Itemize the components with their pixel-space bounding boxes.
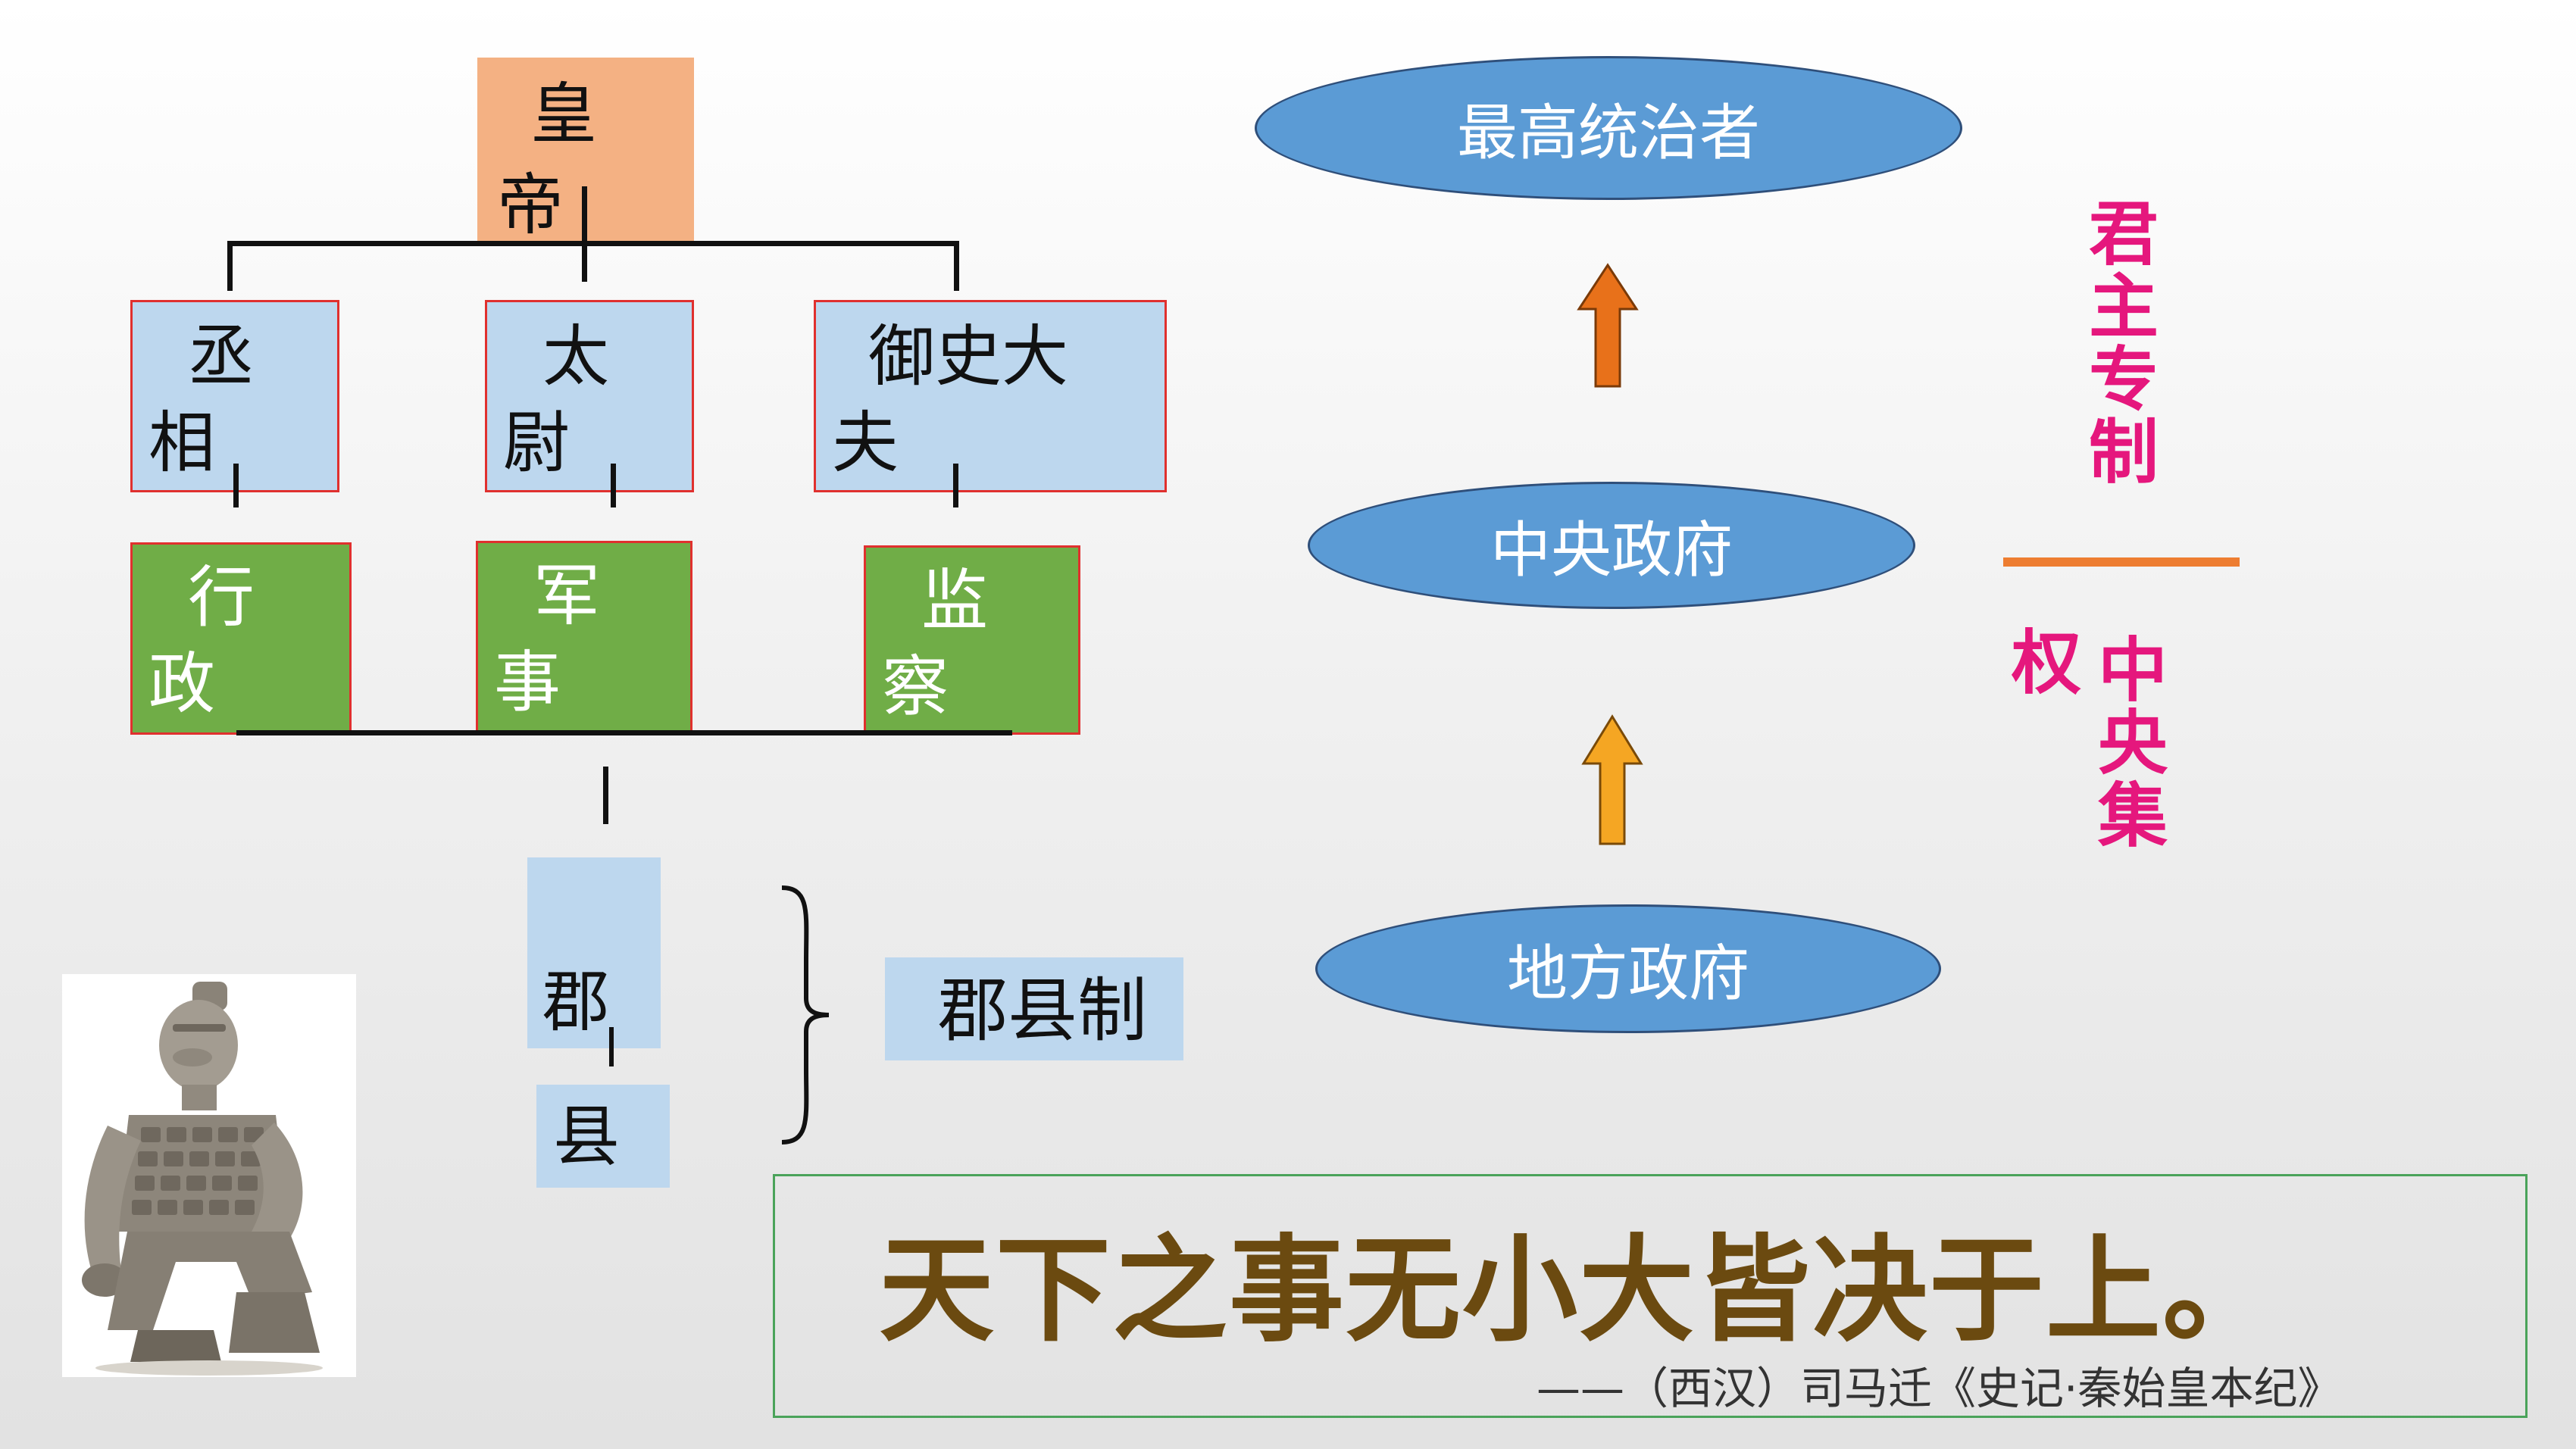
quote-text: 天下之事无小大皆决于上。 [879,1223,2279,1357]
arrow-up-icon-2 [1581,714,1643,845]
duty-label-administration-1: 行 [188,558,255,636]
official-label-censor-2: 夫 [832,404,899,482]
ellipse-supreme-ruler: 最高统治者 [1255,56,1962,200]
connector-drop-3 [954,241,959,291]
connector-drop-1 [227,241,233,291]
official-box-commander [485,300,694,492]
duty-box-military [476,541,692,735]
label-autocracy: 君主专制 [2088,194,2159,493]
commandery-box [527,857,661,1048]
official-label-chancellor-1: 丞 [188,317,255,395]
duty-label-administration-2: 政 [148,645,216,723]
connector-top-horizontal [227,241,959,246]
curly-brace-icon [781,885,830,1145]
ellipse-supreme-ruler-label: 最高统治者 [1457,98,1760,168]
connector-to-local [603,767,608,824]
label-centralization-main: 中央集 [2097,630,2168,857]
duty-label-military-2: 事 [494,643,561,721]
official-box-chancellor [130,300,339,492]
official-label-censor-1: 御史大 [868,317,1069,395]
county-label: 县 [553,1098,621,1176]
county-system-box [885,957,1183,1060]
county-box [536,1085,670,1188]
connector-official-3 [953,464,958,507]
emperor-label-2: 帝 [497,166,564,244]
ellipse-central-government-label: 中央政府 [1490,515,1733,586]
duty-box-administration [130,542,352,735]
terracotta-warrior-icon [82,982,323,1376]
duty-label-supervision-2: 察 [882,648,949,726]
duty-label-military-1: 军 [533,557,601,635]
connector-bottom-horizontal [236,730,1012,735]
duty-label-supervision-1: 监 [921,561,989,639]
terracotta-warrior-image [62,974,356,1377]
connector-official-1 [233,464,239,507]
quote-box [773,1174,2528,1418]
label-centralization-end: 权 [2011,623,2081,704]
divider-line [2003,557,2240,567]
connector-emperor-down [582,186,587,282]
official-label-chancellor-2: 相 [148,404,216,482]
duty-box-supervision [864,545,1080,735]
ellipse-local-government-label: 地方政府 [1507,938,1749,1009]
official-box-censor [814,300,1167,492]
official-label-commander-1: 太 [542,317,610,395]
emperor-label-1: 皇 [530,75,598,153]
ellipse-local-government: 地方政府 [1315,904,1941,1033]
commandery-label: 郡 [542,963,610,1041]
official-label-commander-2: 尉 [503,404,571,482]
connector-official-2 [611,464,616,507]
quote-source: ——（西汉）司马迁《史记·秦始皇本纪》 [1537,1363,2342,1414]
arrow-up-icon [1577,263,1639,388]
connector-commandery-county [609,1027,614,1066]
ellipse-central-government: 中央政府 [1308,482,1915,609]
county-system-label: 郡县制 [938,970,1148,1051]
